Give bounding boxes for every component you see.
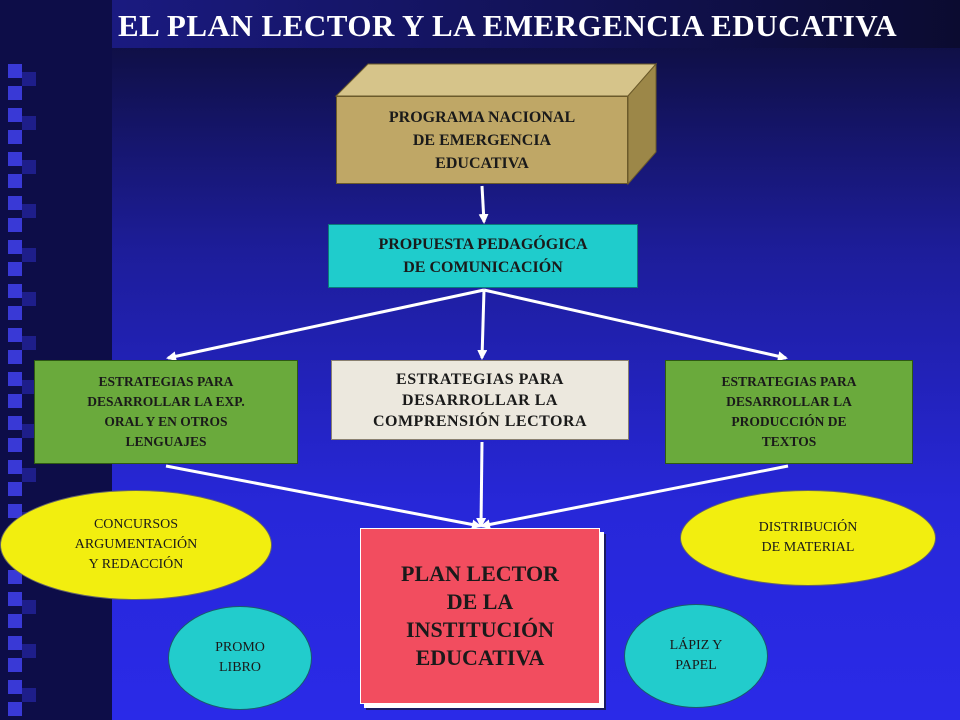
lapiz-papel-ellipse: LÁPIZ Y PAPEL <box>624 604 768 708</box>
title-bar <box>112 0 960 48</box>
concursos-ellipse: CONCURSOS ARGUMENTACIÓN Y REDACCIÓN <box>0 490 272 600</box>
propuesta-pedagogica-box: PROPUESTA PEDAGÓGICA DE COMUNICACIÓN <box>328 224 638 288</box>
decorative-square <box>8 284 22 298</box>
arrow-oral-to-plan <box>165 464 482 530</box>
decorative-square <box>8 86 22 100</box>
decorative-square <box>8 570 22 584</box>
decorative-square <box>8 240 22 254</box>
arrow-produccion-to-plan <box>480 464 789 530</box>
programa-box-side-face <box>627 62 657 186</box>
decorative-square <box>8 218 22 232</box>
decorative-square <box>22 424 36 438</box>
estrategias-comprension-box: ESTRATEGIAS PARA DESARROLLAR LA COMPRENS… <box>331 360 629 440</box>
decorative-square <box>8 152 22 166</box>
decorative-square <box>8 702 22 716</box>
decorative-square <box>22 380 36 394</box>
distribucion-ellipse: DISTRIBUCIÓN DE MATERIAL <box>680 490 936 586</box>
estrategias-oral-box: ESTRATEGIAS PARA DESARROLLAR LA EXP. ORA… <box>34 360 298 464</box>
decorative-square <box>8 416 22 430</box>
decorative-square <box>22 248 36 262</box>
decorative-square <box>8 372 22 386</box>
decorative-square <box>8 306 22 320</box>
decorative-square <box>8 262 22 276</box>
arrow-programa-to-propuesta <box>478 185 489 224</box>
slide-title: EL PLAN LECTOR Y LA EMERGENCIA EDUCATIVA <box>118 8 898 43</box>
arrow-propuesta-to-comprension <box>477 289 488 360</box>
plan-lector-box: PLAN LECTOR DE LA INSTITUCIÓN EDUCATIVA <box>360 528 600 704</box>
arrow-comprension-to-plan <box>476 441 487 528</box>
arrow-propuesta-to-oral <box>166 288 485 362</box>
decorative-square <box>8 592 22 606</box>
decorative-square <box>8 130 22 144</box>
decorative-square <box>22 688 36 702</box>
decorative-square <box>22 644 36 658</box>
decorative-square <box>8 504 22 518</box>
decorative-square <box>8 482 22 496</box>
decorative-square <box>8 328 22 342</box>
decorative-square <box>8 64 22 78</box>
decorative-square <box>22 468 36 482</box>
decorative-square <box>8 658 22 672</box>
decorative-square <box>8 394 22 408</box>
decorative-square <box>22 160 36 174</box>
decorative-square <box>8 174 22 188</box>
programa-box-top-face <box>334 63 658 97</box>
decorative-square <box>8 108 22 122</box>
estrategias-produccion-box: ESTRATEGIAS PARA DESARROLLAR LA PRODUCCI… <box>665 360 913 464</box>
decorative-square <box>8 196 22 210</box>
decorative-square <box>8 636 22 650</box>
programa-nacional-box: PROGRAMA NACIONAL DE EMERGENCIA EDUCATIV… <box>336 96 628 184</box>
decorative-square <box>22 204 36 218</box>
decorative-square <box>22 116 36 130</box>
decorative-square <box>8 614 22 628</box>
decorative-square <box>8 438 22 452</box>
decorative-square <box>22 600 36 614</box>
promo-libro-ellipse: PROMO LIBRO <box>168 606 312 710</box>
decorative-square <box>8 350 22 364</box>
arrow-propuesta-to-produccion <box>483 288 788 362</box>
decorative-square <box>8 460 22 474</box>
decorative-square <box>8 680 22 694</box>
decorative-square <box>22 72 36 86</box>
decorative-square <box>22 292 36 306</box>
decorative-square <box>22 336 36 350</box>
